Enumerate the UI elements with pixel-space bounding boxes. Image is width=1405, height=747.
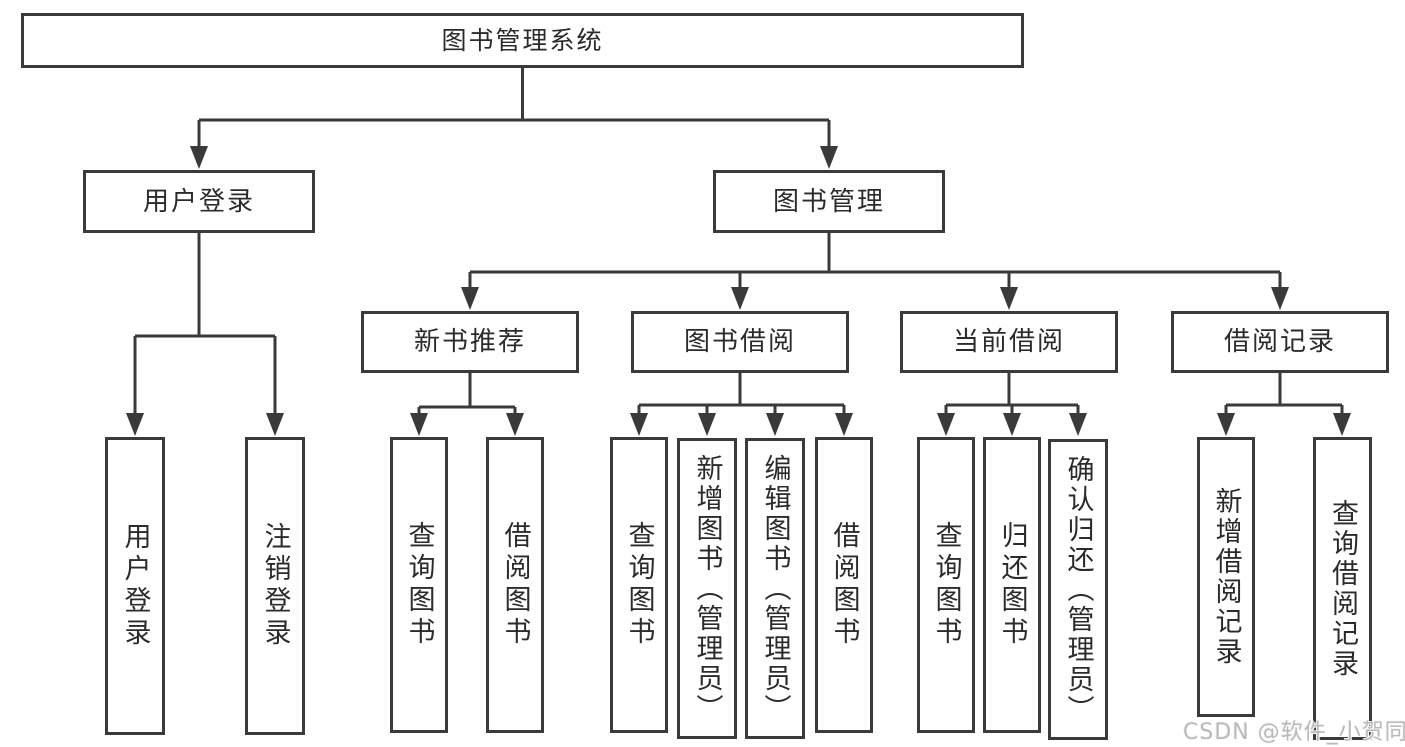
connector-bookmgmt-to-level2: [461, 233, 1289, 310]
leaf-confirm-return-admin: 确认归还（管理员）: [1048, 439, 1108, 740]
leaf-add-borrow-record: 新增借阅记录: [1197, 437, 1255, 717]
leaf-query-books-recommend: 查询图书: [390, 437, 448, 733]
csdn-watermark: CSDN @软件_小贺同学: [1183, 720, 1405, 745]
leaf-edit-books-admin: 编辑图书（管理员）: [745, 438, 805, 739]
leaf-query-borrow-record: 查询借阅记录: [1313, 437, 1372, 740]
connector-current-leaves: [937, 373, 1087, 436]
node-user-login: 用户登录: [83, 170, 315, 233]
node-book-management: 图书管理: [713, 170, 945, 233]
leaf-user-login: 用户登录: [105, 437, 165, 735]
node-borrowing-records: 借阅记录: [1171, 311, 1389, 373]
connector-root-to-level1: [190, 68, 838, 169]
connector-borrowing-leaves: [630, 373, 853, 436]
node-current-borrowing: 当前借阅: [900, 311, 1118, 373]
leaf-borrow-books-recommend: 借阅图书: [486, 437, 544, 733]
leaf-return-books: 归还图书: [983, 437, 1041, 733]
leaf-query-books-borrowing: 查询图书: [610, 437, 668, 733]
leaf-borrow-books-borrowing: 借阅图书: [815, 437, 873, 733]
leaf-query-books-current: 查询图书: [917, 437, 975, 733]
node-book-borrowing: 图书借阅: [631, 311, 849, 373]
node-new-book-recommend: 新书推荐: [361, 311, 579, 373]
leaf-add-books-admin: 新增图书（管理员）: [677, 438, 737, 739]
connector-records-leaves: [1217, 373, 1351, 436]
connector-userlogin-leaves: [126, 233, 284, 436]
connector-newbook-leaves: [410, 373, 524, 436]
node-root: 图书管理系统: [21, 13, 1024, 68]
leaf-logout-login: 注销登录: [245, 437, 305, 735]
